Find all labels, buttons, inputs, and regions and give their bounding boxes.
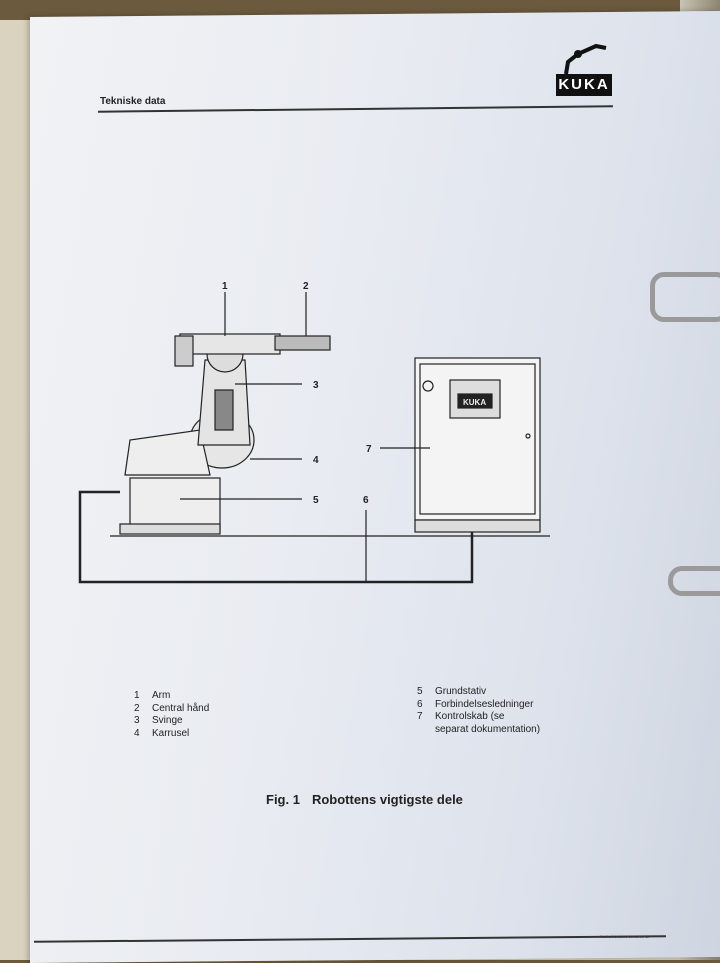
- legend-num: 5: [417, 686, 423, 697]
- legend-right: 5 Grundstativ 6 Forbindelsesledninger 7 Kon…: [417, 686, 540, 736]
- footer-code: RoMe/01/15.01 10.96.00 dk: [600, 934, 650, 939]
- legend-item: 3 Svinge: [134, 715, 209, 728]
- central-hand: [274, 335, 331, 351]
- callout-5: 5: [313, 495, 319, 506]
- legend-item: 4 Karrusel: [134, 728, 209, 741]
- legend-num: 4: [134, 727, 140, 739]
- legend-label: Karrusel: [152, 727, 190, 739]
- robot-system-diagram: 1 2 3 4 5 6 7 KUKA: [78, 281, 550, 584]
- callout-3: 3: [313, 380, 319, 391]
- base-frame: [129, 477, 221, 531]
- legend-item: 7 Kontrolskab (se: [417, 711, 540, 724]
- legend-label: Grundstativ: [435, 686, 487, 697]
- binder-ring-top: [650, 272, 720, 322]
- legend-label: Kontrolskab (se: [435, 711, 505, 722]
- callout-1: 1: [222, 281, 228, 292]
- callout-4: 4: [313, 455, 319, 466]
- figure-number: Fig. 1: [266, 792, 300, 807]
- legend-num: 6: [417, 698, 423, 710]
- legend-left: 1 Arm 2 Central hånd 3 Svinge 4 Karrusel: [134, 690, 209, 740]
- kuka-logo: KUKA: [556, 40, 614, 96]
- callout-7: 7: [366, 444, 372, 455]
- callout-2: 2: [303, 281, 309, 292]
- legend-item: 6 Forbindelsesledninger: [417, 699, 540, 712]
- arm: [179, 333, 281, 355]
- legend-num: 1: [134, 690, 140, 701]
- legend-label: separat dokumentation): [435, 723, 541, 735]
- callout-6: 6: [363, 495, 369, 506]
- legend-label: Arm: [152, 690, 171, 701]
- legend-num: 2: [134, 702, 140, 714]
- legend-num: 7: [417, 711, 423, 722]
- robot-logo-icon: [564, 43, 607, 74]
- figure-title: Robottens vigtigste dele: [311, 792, 463, 807]
- binder-ring-bottom: [668, 566, 720, 596]
- page-header-title: Tekniske data: [100, 96, 166, 107]
- legend-num: [417, 724, 435, 737]
- legend-item: 1 Arm: [134, 690, 209, 703]
- logo-text: KUKA: [556, 74, 612, 96]
- legend-item: 5 Grundstativ: [417, 686, 540, 699]
- legend-label: Forbindelsesledninger: [435, 698, 534, 710]
- legend-label: Central hånd: [152, 702, 210, 714]
- legend-label: Svinge: [152, 715, 183, 726]
- legend-item: 2 Central hånd: [134, 703, 209, 716]
- figure-caption: Fig. 1 Robottens vigtigste dele: [266, 792, 463, 807]
- connection-cable: [78, 490, 474, 584]
- cabinet-logo: KUKA: [463, 398, 486, 407]
- legend-num: 3: [134, 715, 140, 726]
- legend-item: separat dokumentation): [417, 724, 540, 737]
